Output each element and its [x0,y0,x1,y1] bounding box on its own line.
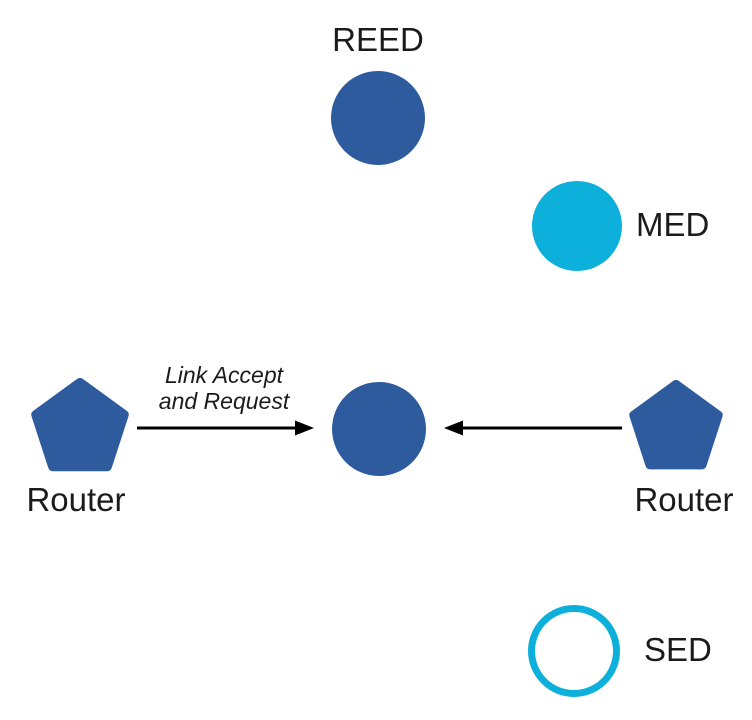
right-arrow [444,420,622,436]
med-node-circle [532,181,622,271]
router-left-label: Router [26,481,126,518]
reed-node-circle [331,71,425,165]
router-right-pentagon-icon [629,380,723,470]
reed-node-label: REED [332,21,424,58]
left-arrow-label: Link Accept and Request [124,362,324,414]
router-left-pentagon-icon [31,378,129,472]
center-node-circle [332,382,426,476]
left-arrow [137,420,314,436]
med-node-label: MED [636,206,710,243]
left-arrow-label-line1: Link Accept [164,362,284,388]
sed-node-circle [528,605,620,697]
left-arrow-label-line2: and Request [158,388,290,415]
sed-node-label: SED [644,631,712,668]
router-right-label: Router [634,481,734,518]
